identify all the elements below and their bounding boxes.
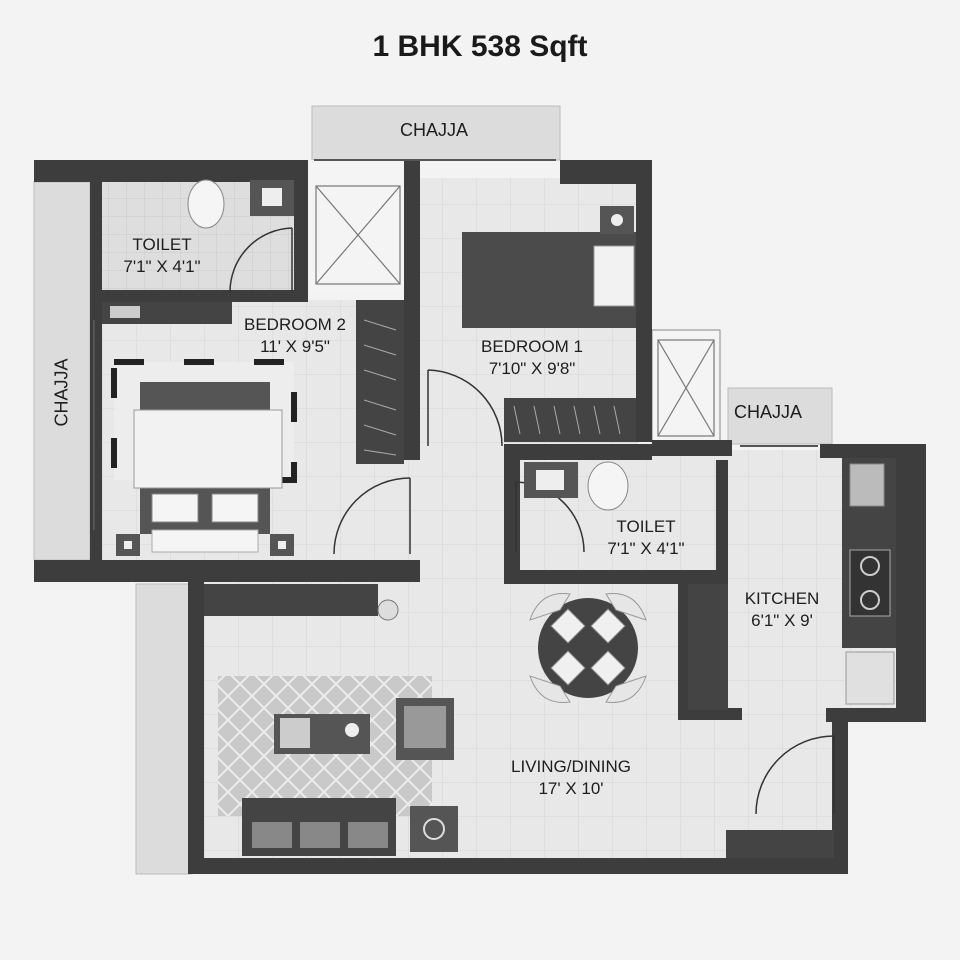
- wardrobe-bedroom1: [504, 398, 636, 442]
- plan-title: 1 BHK 538 Sqft: [372, 30, 588, 63]
- room-label-toilet-mid: TOILET 7'1" X 4'1": [584, 516, 708, 560]
- wc-mid: [587, 461, 629, 511]
- room-size: 6'1" X 9': [751, 611, 813, 630]
- room-size: 17' X 10': [538, 779, 604, 798]
- room-name: KITCHEN: [744, 589, 820, 608]
- shoe-rack: [726, 830, 834, 858]
- chajja-label-right: CHAJJA: [734, 402, 803, 422]
- room-name: LIVING/DINING: [511, 757, 631, 776]
- room-label-toilet-top: TOILET 7'1" X 4'1": [100, 234, 224, 278]
- room-label-bedroom1: BEDROOM 1 7'10" X 9'8": [464, 336, 600, 380]
- wc-top: [187, 179, 225, 229]
- floor-shaft: [308, 160, 408, 294]
- room-name: TOILET: [616, 517, 676, 536]
- chajja-top: [311, 105, 561, 161]
- room-name: TOILET: [132, 235, 192, 254]
- room-label-living: LIVING/DINING 17' X 10': [496, 756, 646, 800]
- storage-panel: [688, 584, 728, 710]
- room-name: BEDROOM 2: [243, 315, 347, 334]
- room-label-kitchen: KITCHEN 6'1" X 9': [730, 588, 834, 632]
- tv-unit: [204, 584, 378, 616]
- balcony-left: [135, 583, 193, 875]
- dining-table: [538, 598, 638, 698]
- chajja-right: [727, 387, 833, 445]
- room-name: BEDROOM 1: [480, 337, 584, 356]
- room-size: 7'10" X 9'8": [488, 359, 576, 378]
- room-size: 7'1" X 4'1": [607, 539, 685, 558]
- room-size: 7'1" X 4'1": [123, 257, 201, 276]
- wardrobe-bedroom2: [356, 300, 404, 464]
- room-label-bedroom2: BEDROOM 2 11' X 9'5": [230, 314, 360, 358]
- room-size: 11' X 9'5": [260, 337, 330, 356]
- chajja-label-top: CHAJJA: [400, 120, 469, 140]
- chajja-label-left: CHAJJA: [51, 358, 72, 427]
